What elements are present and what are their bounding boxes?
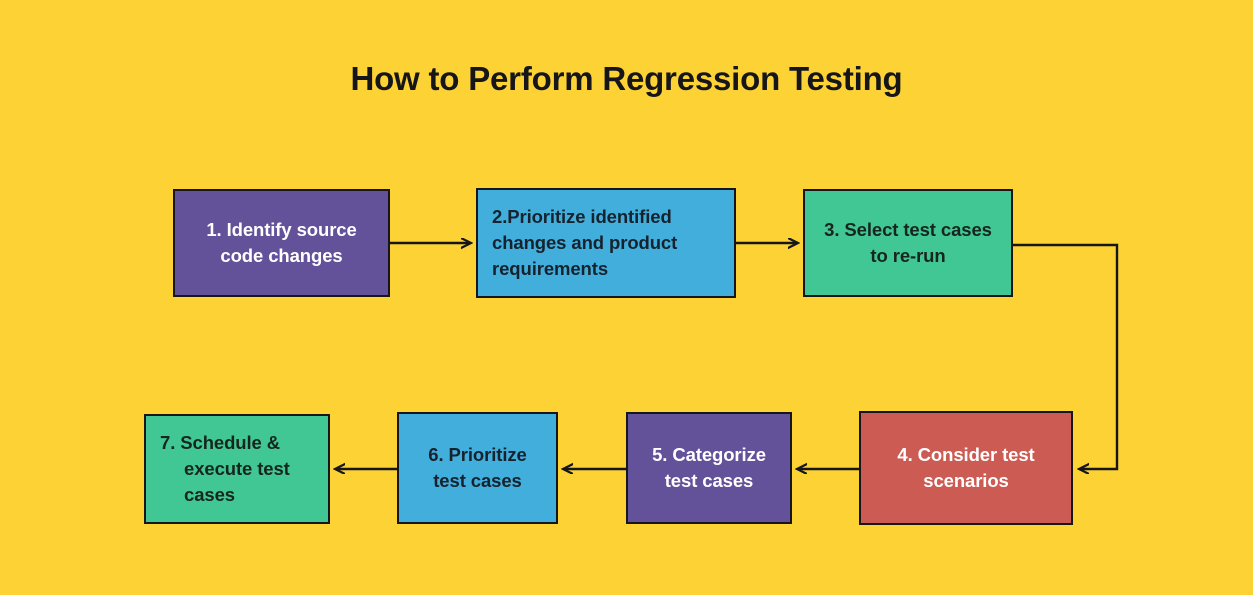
flow-node-step-2-label: 2.Prioritize identified changes and prod… <box>492 205 678 280</box>
flow-node-step-1[interactable]: 1. Identify source code changes <box>173 189 390 297</box>
flow-node-step-6[interactable]: 6. Prioritize test cases <box>397 412 558 524</box>
flow-node-step-5-label: 5. Categorize test cases <box>652 443 766 491</box>
flow-node-step-6-label: 6. Prioritize test cases <box>428 443 527 491</box>
page-title: How to Perform Regression Testing <box>350 60 903 97</box>
flow-node-step-1-label: 1. Identify source code changes <box>206 218 357 266</box>
flow-node-step-5[interactable]: 5. Categorize test cases <box>626 412 792 524</box>
flow-node-step-4[interactable]: 4. Consider test scenarios <box>859 411 1073 525</box>
flow-node-step-4-label: 4. Consider test scenarios <box>897 443 1035 491</box>
flow-node-step-7[interactable]: 7. Schedule & execute test cases <box>144 414 330 524</box>
flow-node-step-3-label: 3. Select test cases to re-run <box>824 218 992 266</box>
flow-node-step-2[interactable]: 2.Prioritize identified changes and prod… <box>476 188 736 298</box>
flow-node-step-7-label: 7. Schedule & execute test cases <box>160 431 290 506</box>
flow-node-step-3[interactable]: 3. Select test cases to re-run <box>803 189 1013 297</box>
